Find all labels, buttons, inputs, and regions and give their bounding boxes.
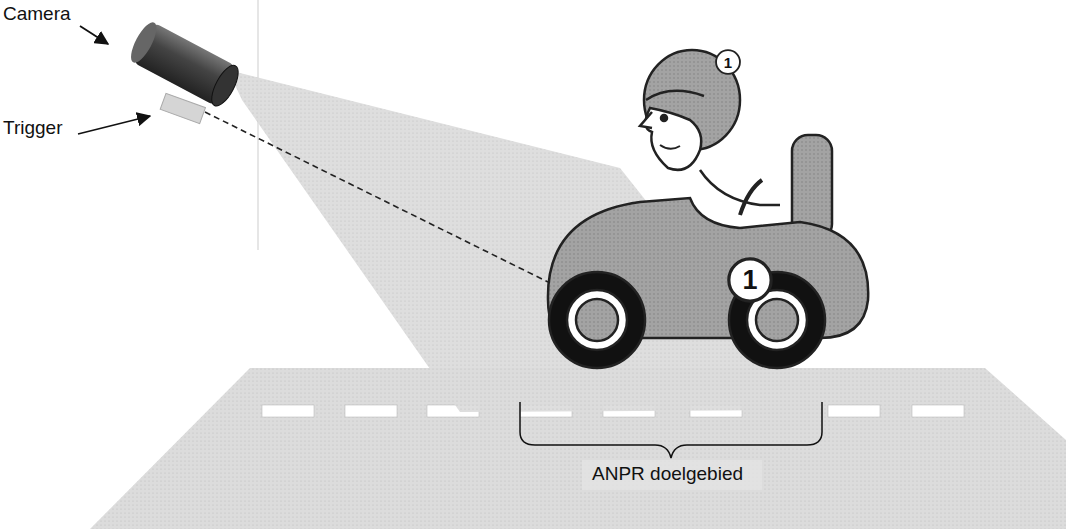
driver-face [645,108,701,170]
bracket-brace [520,432,822,458]
pole-line [257,0,259,250]
bracket-tick [821,402,823,432]
wheel-hub [576,299,618,341]
steering-wheel [740,180,762,215]
text-label: Camera [3,3,71,25]
camera-body [126,19,243,110]
car-number: 1 [727,257,773,303]
helmet-number: 1 [715,49,741,75]
lane-dash [345,405,397,417]
driver-arm [700,170,780,205]
helmet-visor [646,91,704,100]
wheel-rim [567,290,627,350]
leader-arrow [80,26,108,44]
text-label: Trigger [3,117,62,139]
driver-mouth [660,145,680,149]
trigger-beam [205,112,548,282]
camera-back [126,19,161,66]
target-bracket [520,402,822,458]
driver-nose [640,112,652,128]
wheel-tyre [549,272,645,368]
trigger-sensor [160,93,205,123]
callout-number: 1 [727,257,773,303]
camera-lens [206,62,243,110]
leader-arrow [78,116,150,134]
lane-dash [828,405,880,417]
callout-number: 1 [715,49,741,75]
lane-dash [262,405,314,417]
driver-eye [661,115,667,121]
bracket-tick [519,402,521,432]
wheel-hub [756,299,798,341]
lane-dash [912,405,964,417]
label-backdrop [582,460,762,490]
text-label: ANPR doelgebied [592,463,743,485]
race-car [548,50,868,368]
